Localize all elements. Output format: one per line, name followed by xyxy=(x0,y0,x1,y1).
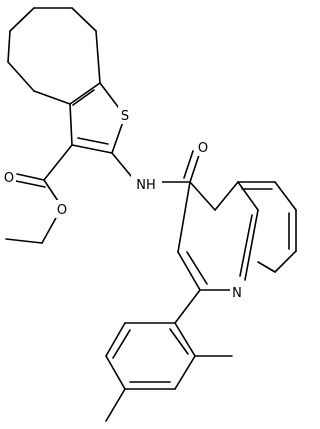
cyclooctane-ring xyxy=(7,7,101,105)
quinoline-benzo-ring xyxy=(237,181,297,273)
thiophene-ring xyxy=(69,82,126,154)
amide-nh-label: NH xyxy=(136,178,156,193)
ethyl-ester-group xyxy=(5,144,73,244)
sulfur-atom-label: S xyxy=(121,109,129,124)
ester-carbonyl-oxygen-label: O xyxy=(4,171,14,186)
ester-oxygen-label: O xyxy=(57,203,67,218)
dimethylphenyl-ring xyxy=(105,289,233,422)
atom-labels: S O O O NH N xyxy=(2,106,244,301)
amide-oxygen-label: O xyxy=(198,141,208,156)
quinoline-pyridine-ring xyxy=(177,181,259,291)
quinoline-nitrogen-label: N xyxy=(232,286,242,301)
